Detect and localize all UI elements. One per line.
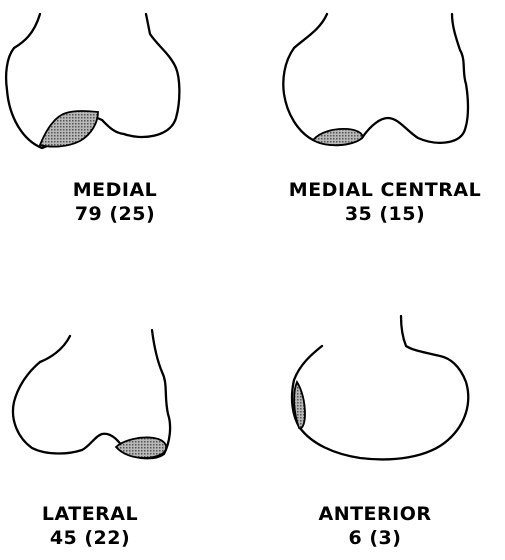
label-medial-central-count: 35 (15) [270,202,500,226]
label-anterior-name: ANTERIOR [280,502,470,526]
label-medial-central: MEDIAL CENTRAL 35 (15) [270,178,500,226]
femur-outline-medial-central [283,14,468,145]
panel-medial [6,14,179,148]
panel-anterior [292,316,468,459]
lesion-medial-central [313,129,362,145]
panel-lateral [13,330,170,458]
femur-outline-anterior [292,316,468,459]
label-medial-count: 79 (25) [20,202,210,226]
label-medial-name: MEDIAL [20,178,210,202]
panel-medial-central [283,14,468,145]
label-anterior-count: 6 (3) [280,526,470,550]
lesion-lateral [116,437,166,457]
label-lateral-count: 45 (22) [0,526,180,550]
label-medial-central-name: MEDIAL CENTRAL [270,178,500,202]
label-lateral-name: LATERAL [0,502,180,526]
label-anterior: ANTERIOR 6 (3) [280,502,470,550]
lesion-medial [40,111,98,147]
label-lateral: LATERAL 45 (22) [0,502,180,550]
label-medial: MEDIAL 79 (25) [20,178,210,226]
